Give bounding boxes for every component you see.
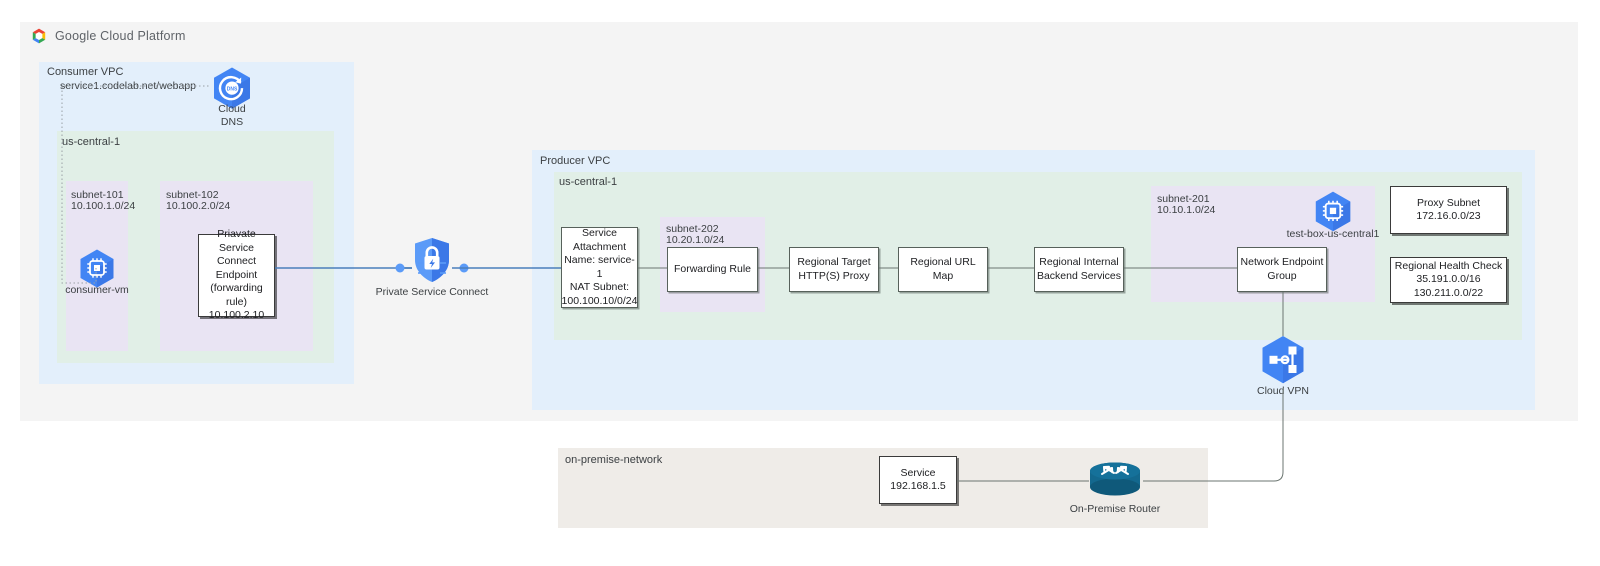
private-service-connect-label: Private Service Connect xyxy=(375,286,489,298)
regional-backend-services-box[interactable]: Regional Internal Backend Services xyxy=(1034,247,1124,292)
service-attachment-line4: NAT Subnet: xyxy=(569,281,630,293)
health-check-line1: Regional Health Check xyxy=(1394,259,1503,272)
on-premise-router-icon xyxy=(1087,461,1143,501)
network-endpoint-group-line2: Group xyxy=(1267,269,1297,282)
regional-target-proxy-line2: HTTP(S) Proxy xyxy=(798,269,870,282)
producer-vpc-label: Producer VPC xyxy=(540,155,611,167)
regional-target-proxy-line1: Regional Target xyxy=(797,256,871,268)
test-box-label: test-box-us-central1 xyxy=(1286,228,1380,240)
svg-text:DNS: DNS xyxy=(227,86,238,92)
cloud-dns-icon: DNS xyxy=(210,66,254,115)
proxy-subnet-line1: Proxy Subnet xyxy=(1416,196,1481,209)
on-premise-router-label: On-Premise Router xyxy=(1069,503,1161,515)
consumer-vpc-label: Consumer VPC xyxy=(47,66,124,78)
psc-endpoint-box[interactable]: Priavate Service Connect Endpoint (forwa… xyxy=(198,228,275,321)
subnet-202-cidr: 10.20.1.0/24 xyxy=(666,234,725,246)
consumer-vm-label: consumer-vm xyxy=(65,284,129,296)
regional-health-check-box[interactable]: Regional Health Check 35.191.0.0/16 130.… xyxy=(1390,257,1507,303)
network-endpoint-group-box[interactable]: Network Endpoint Group xyxy=(1237,247,1327,292)
google-cloud-platform-logo xyxy=(30,27,48,45)
subnet-201-name: subnet-201 xyxy=(1157,193,1210,205)
regional-backend-services-line2: Backend Services xyxy=(1036,269,1122,282)
cloud-vpn-icon xyxy=(1257,334,1309,390)
regional-backend-services-line1: Regional Internal xyxy=(1039,256,1119,268)
gcp-header: Google Cloud Platform xyxy=(30,27,186,45)
subnet-102-cidr: 10.100.2.0/24 xyxy=(166,200,231,212)
regional-url-map-label: Regional URL Map xyxy=(910,256,976,282)
private-service-connect-shield-icon xyxy=(411,236,453,284)
regional-url-map-box[interactable]: Regional URL Map xyxy=(898,247,988,292)
regional-target-proxy-box[interactable]: Regional Target HTTP(S) Proxy xyxy=(789,247,879,292)
proxy-subnet-box[interactable]: Proxy Subnet 172.16.0.0/23 xyxy=(1390,186,1507,234)
service-attachment-line2: Attachment xyxy=(572,240,627,253)
forwarding-rule-label: Forwarding Rule xyxy=(673,262,752,275)
psc-endpoint-line3: (forwarding rule) xyxy=(210,282,263,308)
service-attachment-line1: Service xyxy=(581,227,617,239)
psc-endpoint-line4: 10.100.2.10 xyxy=(208,309,265,322)
on-premise-service-line2: 192.168.1.5 xyxy=(890,480,946,492)
service-attachment-line5: 100.100.10/0/24 xyxy=(561,294,638,307)
service-attachment-line3: Name: service-1 xyxy=(564,254,635,280)
compute-engine-vm-icon xyxy=(1312,190,1354,237)
health-check-line3: 130.211.0.0/22 xyxy=(1413,286,1484,299)
on-premise-service-box[interactable]: Service 192.168.1.5 xyxy=(879,456,957,504)
proxy-subnet-line2: 172.16.0.0/23 xyxy=(1416,210,1481,222)
on-premise-service-line1: Service xyxy=(900,466,936,479)
subnet-101-cidr: 10.100.1.0/24 xyxy=(71,200,136,212)
dns-record-label: service1.codelab.net/webapp xyxy=(60,80,197,92)
forwarding-rule-box[interactable]: Forwarding Rule xyxy=(667,247,758,292)
psc-endpoint-line2: Connect Endpoint xyxy=(215,255,258,281)
service-attachment-box[interactable]: Service Attachment Name: service-1 NAT S… xyxy=(561,227,638,308)
cloud-vpn-label: Cloud VPN xyxy=(1257,385,1309,397)
health-check-line2: 35.191.0.0/16 xyxy=(1416,273,1481,286)
subnet-201-cidr: 10.10.1.0/24 xyxy=(1157,204,1216,216)
cloud-dns-label-line1: Cloud xyxy=(218,103,246,115)
subnet-202-name: subnet-202 xyxy=(666,223,719,235)
cloud-dns-label-line2: DNS xyxy=(220,116,244,128)
network-endpoint-group-line1: Network Endpoint xyxy=(1240,256,1324,268)
consumer-region-label: us-central-1 xyxy=(62,136,121,148)
on-premise-network-label: on-premise-network xyxy=(565,454,663,466)
psc-endpoint-line1: Priavate Service xyxy=(217,228,256,254)
producer-region-label: us-central-1 xyxy=(559,176,618,188)
gcp-header-title: Google Cloud Platform xyxy=(55,29,186,43)
